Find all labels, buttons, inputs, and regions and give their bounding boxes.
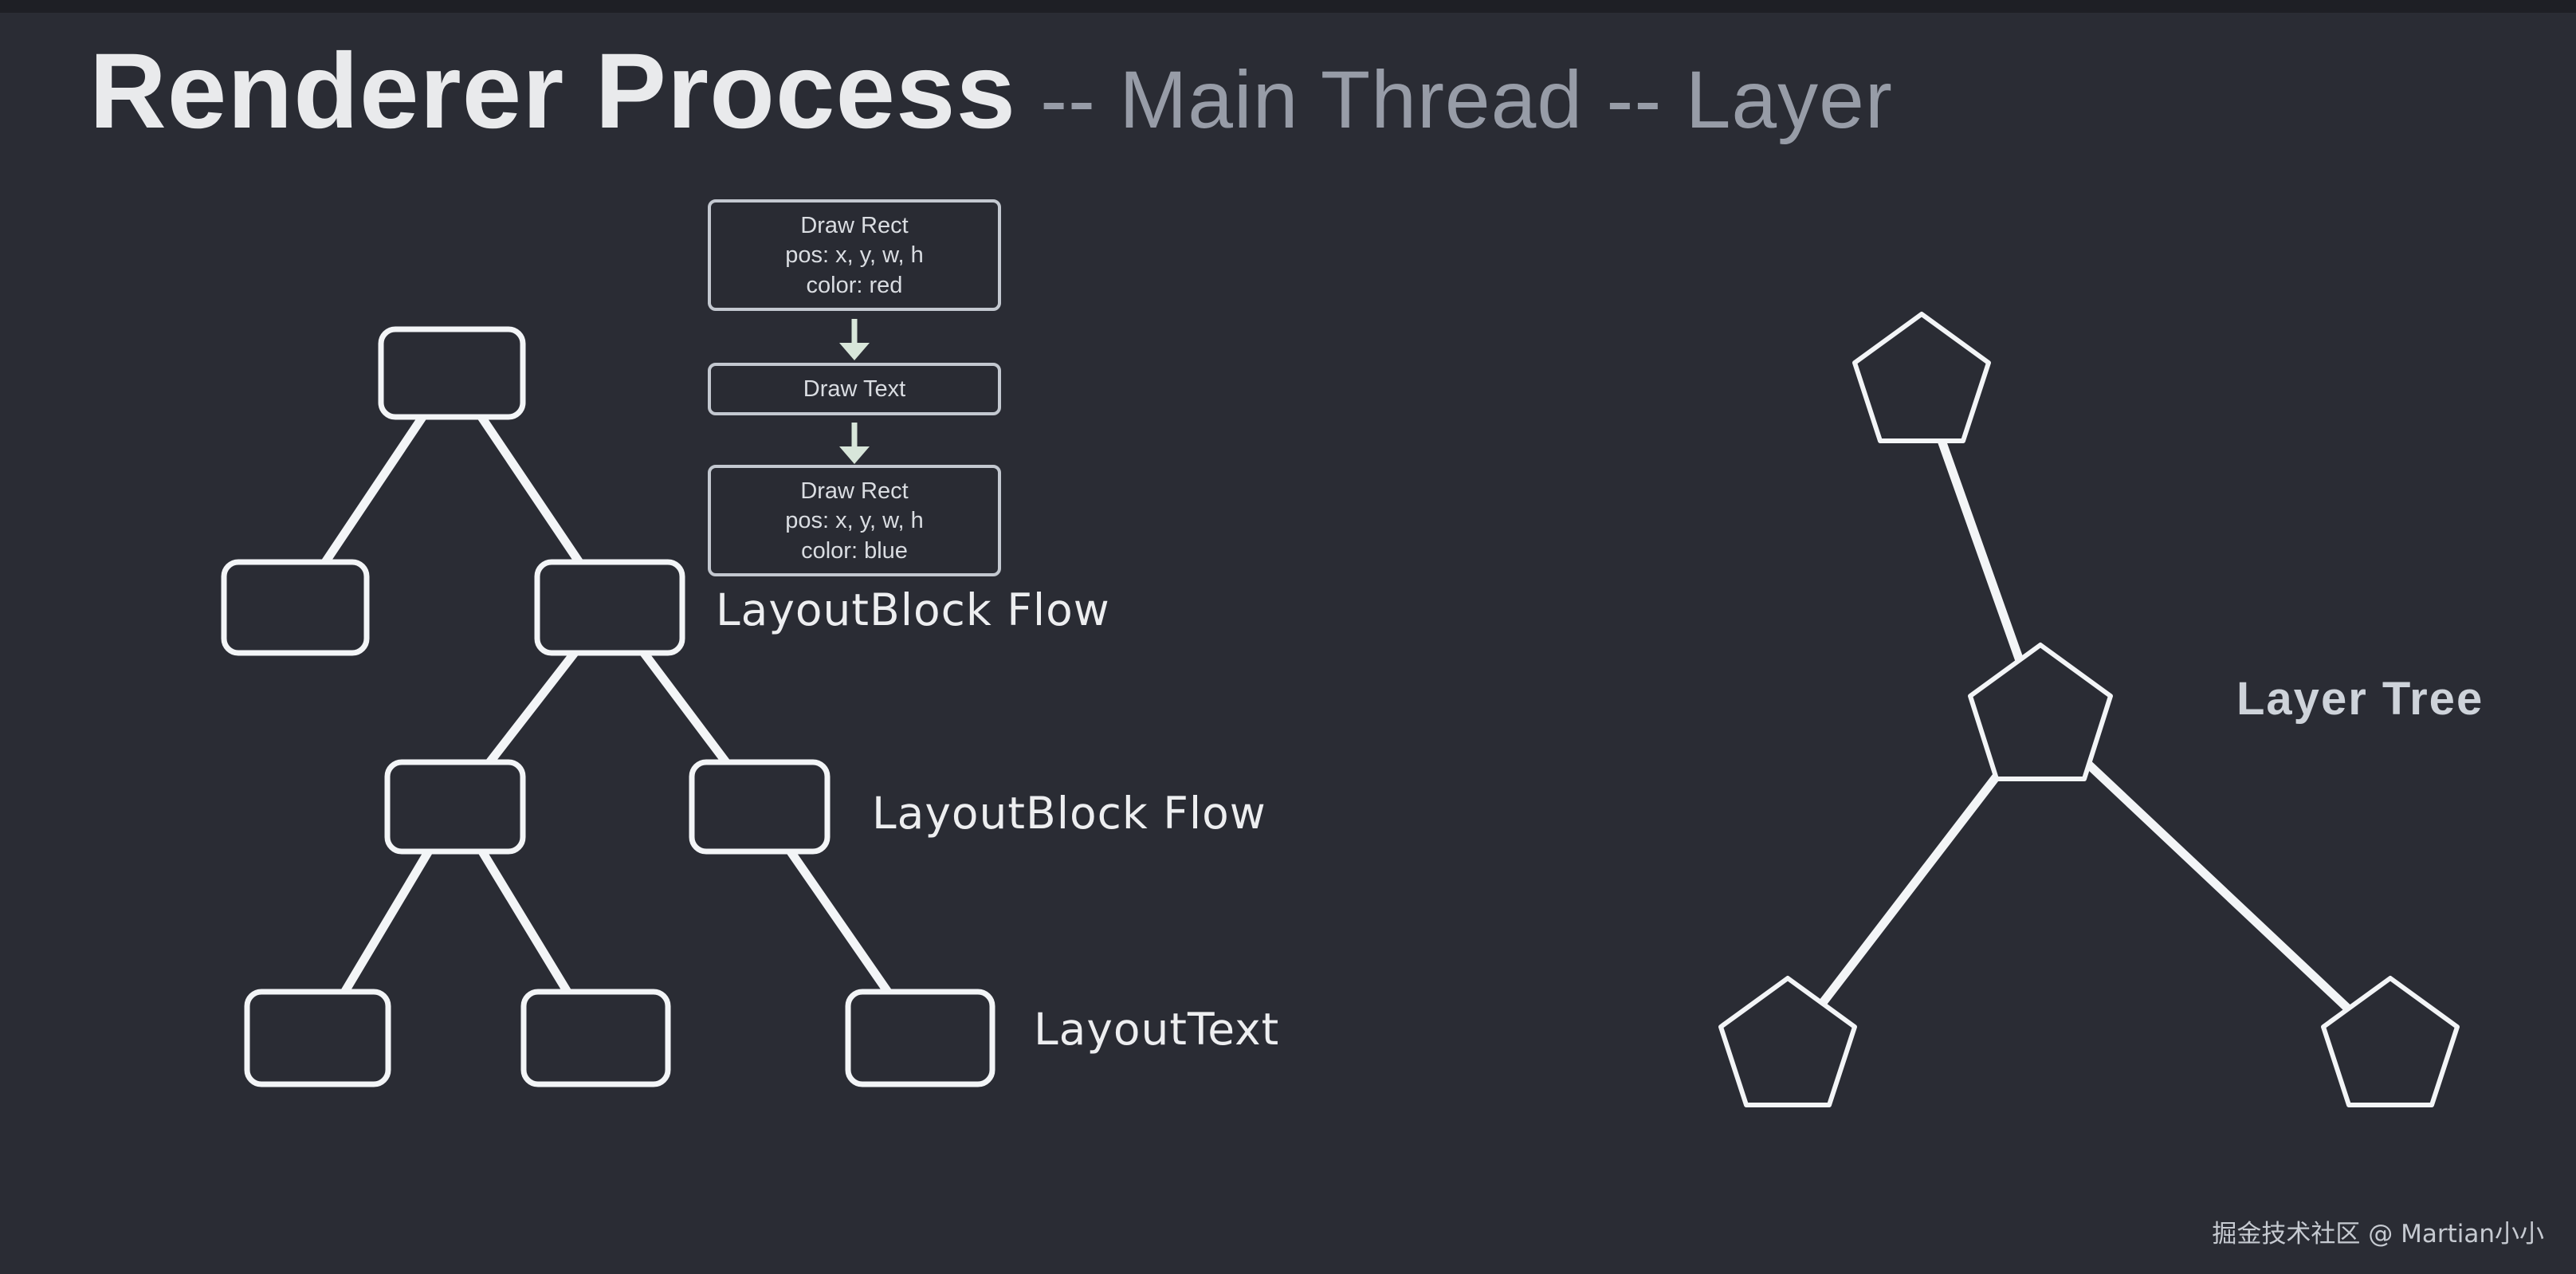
- layout-tree-node: [384, 759, 526, 855]
- layout-tree-node: [534, 559, 685, 656]
- display-list-box-draw-rect-blue: Draw Rect pos: x, y, w, h color: blue: [708, 465, 1001, 576]
- arrow-down-icon: [839, 343, 870, 360]
- layout-tree-node-root: [378, 326, 526, 420]
- page-title: Renderer Process: [89, 32, 1017, 151]
- display-list-text: Draw Rect: [800, 212, 909, 238]
- label-layoutblock-flow-1: LayoutBlock Flow: [716, 584, 1110, 635]
- display-list-box-draw-text: Draw Text: [708, 363, 1001, 415]
- layer-tree-node: [1968, 643, 2113, 781]
- page-subtitle: -- Main Thread -- Layer: [1040, 54, 1893, 145]
- display-list-box-draw-rect-red: Draw Rect pos: x, y, w, h color: red: [708, 199, 1001, 311]
- layout-tree-node: [520, 989, 671, 1087]
- display-list-text: Draw Rect: [800, 478, 909, 504]
- layer-tree-node: [1718, 976, 1857, 1107]
- layer-tree-nodes: [1718, 312, 2460, 1107]
- layer-tree-node: [2321, 976, 2460, 1107]
- watermark: 掘金技术社区 @ Martian小小: [2212, 1220, 2544, 1248]
- display-list-text: pos: x, y, w, h: [785, 508, 924, 533]
- label-layoutblock-flow-2: LayoutBlock Flow: [872, 788, 1266, 839]
- top-letterbox-strip: [0, 0, 2576, 13]
- layout-tree-node: [689, 759, 831, 855]
- label-layer-tree: Layer Tree: [2236, 673, 2484, 725]
- layout-tree-node: [221, 559, 370, 656]
- display-list-text: Draw Text: [803, 376, 906, 402]
- layer-tree-edge: [2036, 714, 2395, 1053]
- arrow-down-icon: [839, 446, 870, 464]
- layer-tree-node-root: [1852, 312, 1991, 443]
- layout-tree-node: [244, 989, 391, 1087]
- display-list-text: color: red: [806, 272, 903, 298]
- display-list-text: color: blue: [801, 537, 908, 564]
- display-list-text: pos: x, y, w, h: [785, 242, 924, 268]
- layout-tree-node: [845, 989, 995, 1087]
- page-header: Renderer Process -- Main Thread -- Layer: [89, 30, 1893, 152]
- layout-tree-nodes: [221, 326, 995, 1087]
- flow-arrow-1: [839, 319, 870, 360]
- flow-arrow-2: [839, 423, 870, 464]
- label-layouttext: LayoutText: [1034, 1004, 1280, 1055]
